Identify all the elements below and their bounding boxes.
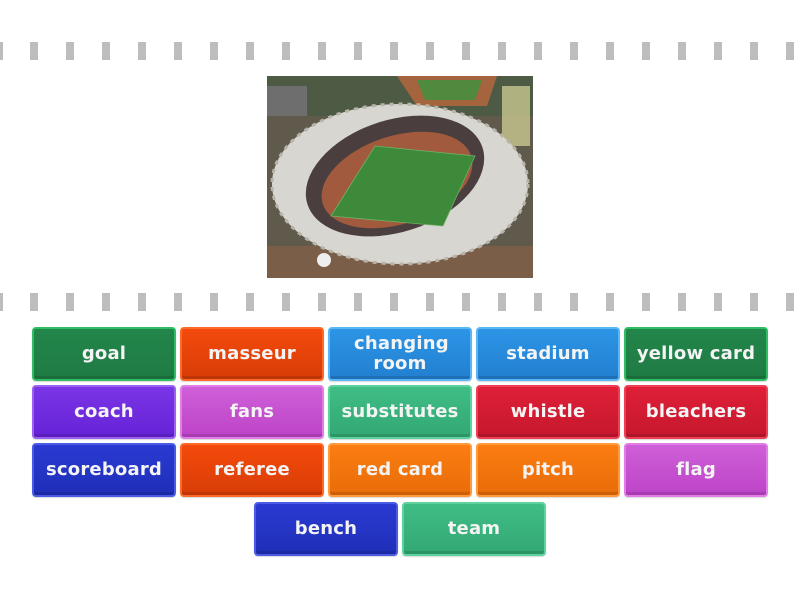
tile-bleachers[interactable]: bleachers xyxy=(624,385,768,439)
tile-label: yellow card xyxy=(636,343,756,364)
tile-label: flag xyxy=(676,459,716,480)
tile-team[interactable]: team xyxy=(402,502,546,556)
stadium-image xyxy=(267,76,533,278)
tile-bench[interactable]: bench xyxy=(254,502,398,556)
tile-label: referee xyxy=(214,459,290,480)
tile-red-card[interactable]: red card xyxy=(328,443,472,497)
tile-label: substitutes xyxy=(341,401,459,422)
tile-masseur[interactable]: masseur xyxy=(180,327,324,381)
tile-label: coach xyxy=(74,401,134,422)
tile-label: bench xyxy=(294,518,358,539)
tile-label: fans xyxy=(229,401,275,422)
tile-referee[interactable]: referee xyxy=(180,443,324,497)
tile-label: changing room xyxy=(354,333,449,374)
tile-label: team xyxy=(447,518,501,539)
tile-label: bleachers xyxy=(645,401,747,422)
tile-goal[interactable]: goal xyxy=(32,327,176,381)
tile-label: masseur xyxy=(208,343,296,364)
tile-label: pitch xyxy=(521,459,575,480)
tile-fans[interactable]: fans xyxy=(180,385,324,439)
stadium-photo-icon xyxy=(267,76,533,278)
tile-changing-room[interactable]: changing room xyxy=(328,327,472,381)
tile-label: goal xyxy=(81,343,127,364)
drop-zone-top-border xyxy=(0,42,800,60)
tile-label: red card xyxy=(356,459,444,480)
tile-label: stadium xyxy=(506,343,590,364)
tile-scoreboard[interactable]: scoreboard xyxy=(32,443,176,497)
tile-substitutes[interactable]: substitutes xyxy=(328,385,472,439)
tile-stadium[interactable]: stadium xyxy=(476,327,620,381)
tile-pitch[interactable]: pitch xyxy=(476,443,620,497)
tile-label: scoreboard xyxy=(46,459,162,480)
tile-yellow-card[interactable]: yellow card xyxy=(624,327,768,381)
tile-coach[interactable]: coach xyxy=(32,385,176,439)
drop-zone-bottom-border xyxy=(0,293,800,311)
tile-whistle[interactable]: whistle xyxy=(476,385,620,439)
tile-label: whistle xyxy=(510,401,586,422)
tile-flag[interactable]: flag xyxy=(624,443,768,497)
